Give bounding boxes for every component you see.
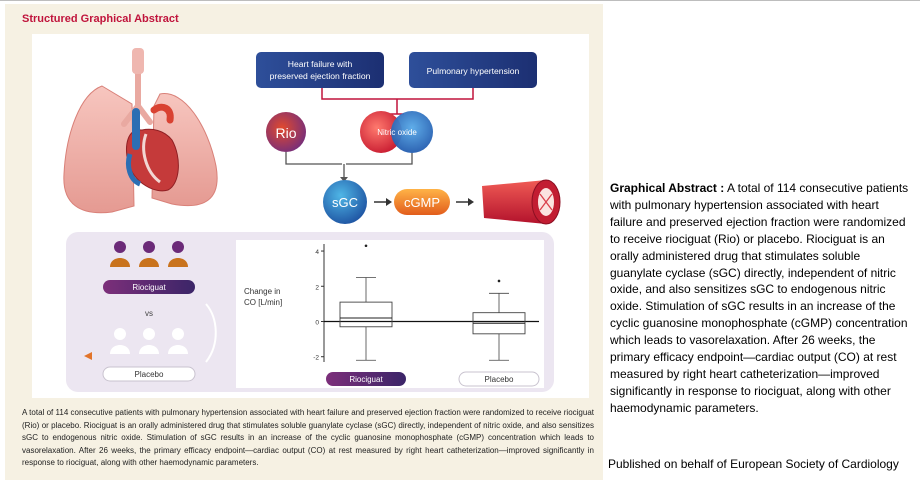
orange-arrow-icon — [84, 352, 92, 360]
description-label: Graphical Abstract : — [610, 181, 725, 195]
placebo-people-icon — [110, 328, 188, 354]
y-tick-label: 0 — [315, 319, 319, 326]
cgmp-pill — [394, 189, 450, 215]
hfpef-label-line2: preserved ejection fraction — [270, 71, 371, 81]
graphical-abstract-panel: Structured Graphical Abstract — [5, 4, 603, 480]
nitric-oxide-circle-blue — [391, 111, 433, 153]
y-tick-label: 4 — [315, 249, 319, 256]
nitric-oxide-circle-red — [360, 111, 402, 153]
publisher-note: Published on behalf of European Society … — [608, 457, 899, 471]
sgc-label: sGC — [332, 195, 358, 210]
placebo-pill-label: Placebo — [135, 370, 164, 379]
box-riociguat — [339, 301, 393, 328]
description-text: A total of 114 consecutive patients with… — [610, 181, 909, 415]
outlier-point — [364, 244, 368, 248]
riociguat-people-icon — [110, 241, 188, 267]
riociguat-pill-label: Riociguat — [132, 283, 166, 292]
vs-label: vs — [145, 309, 153, 318]
vessel-illustration — [482, 179, 561, 225]
y-axis-label-line1: Change in — [244, 287, 280, 296]
inhibition-connector — [321, 88, 474, 115]
arrow-head-to-sgc — [340, 177, 348, 182]
placebo-pill — [102, 366, 196, 382]
rio-label: Rio — [275, 125, 296, 141]
category-label: Placebo — [485, 375, 514, 384]
nitric-oxide-label: Nitric oxide — [377, 128, 417, 137]
abstract-caption: A total of 114 consecutive patients with… — [22, 408, 594, 468]
lungs-heart-illustration — [63, 48, 218, 214]
category-pill-riociguat — [326, 372, 406, 386]
hfpef-label-line1: Heart failure with — [288, 59, 353, 69]
crossover-arc — [205, 303, 217, 363]
category-pill-placebo — [458, 371, 540, 387]
ph-label: Pulmonary hypertension — [427, 66, 520, 76]
y-axis-label-line2: CO [L/min] — [244, 298, 282, 307]
y-tick-label: 2 — [315, 284, 319, 291]
abstract-title: Structured Graphical Abstract — [22, 13, 179, 25]
converging-arrows — [285, 152, 413, 178]
outlier-point — [497, 279, 501, 283]
riociguat-pill — [103, 280, 195, 294]
abstract-figure: Heart failure with preserved ejection fr… — [32, 34, 589, 398]
condition-ph-box: Pulmonary hypertension — [409, 52, 537, 88]
figure-svg: Heart failure with preserved ejection fr… — [63, 48, 561, 392]
graphical-abstract-description: Graphical Abstract : A total of 114 cons… — [610, 180, 910, 417]
cgmp-label: cGMP — [404, 195, 440, 210]
sgc-circle — [323, 180, 367, 224]
category-label: Riociguat — [349, 375, 383, 384]
top-divider — [0, 0, 920, 1]
condition-hfpef-box: Heart failure with preserved ejection fr… — [256, 52, 384, 88]
y-tick-label: -2 — [313, 355, 319, 362]
chart-area — [236, 240, 544, 388]
rio-circle — [266, 112, 306, 152]
